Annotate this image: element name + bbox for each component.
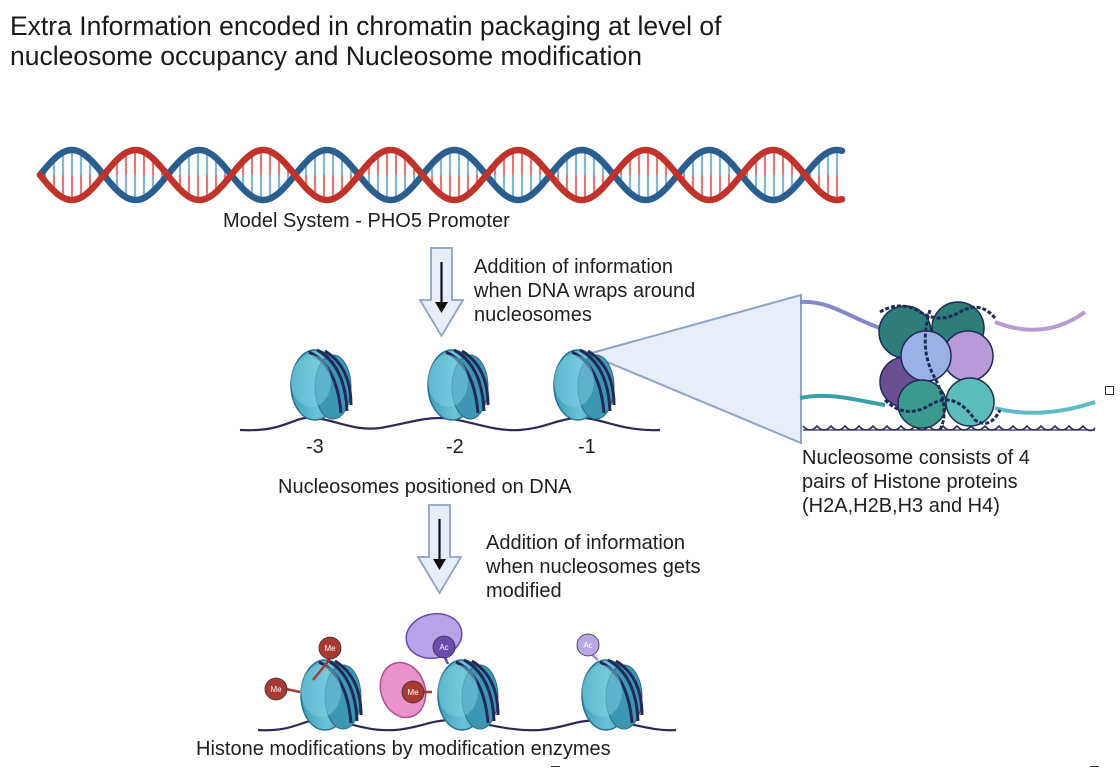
arrow2-line-1: Addition of information [486, 532, 686, 554]
position-label-minus-1: -1 [578, 436, 596, 458]
acetyl-mark-label: Ac [583, 641, 592, 650]
down-arrow-icon [416, 504, 463, 595]
nucleosome-icon [580, 658, 644, 732]
zoom-caption-line-3: (H2A,H2B,H3 and H4) [802, 495, 1000, 517]
acetyltransferase-enzyme [405, 612, 463, 660]
resize-handle-corner[interactable] [1090, 766, 1099, 767]
arrow2-annotation: Addition of information when nucleosomes… [486, 531, 701, 603]
title-line-2: nucleosome occupancy and Nucleosome modi… [10, 41, 642, 71]
methyl-mark: Me [318, 636, 342, 660]
position-label-minus-3: -3 [306, 436, 324, 458]
methyl-mark-label: Me [270, 685, 282, 694]
nucleosome-icon [289, 348, 353, 422]
zoom-caption-line-1: Nucleosome consists of 4 [802, 447, 1030, 469]
resize-handle-bottom[interactable] [551, 766, 560, 767]
zoom-callout [584, 293, 802, 445]
arrow2-line-2: when nucleosomes gets [486, 556, 701, 578]
modifications-label: Histone modifications by modification en… [196, 738, 611, 760]
arrow2-line-3: modified [486, 580, 562, 602]
nucleosome-icon [299, 658, 363, 732]
positioned-nucleosomes [239, 348, 661, 432]
down-arrow-icon [418, 247, 465, 338]
arrow1-annotation: Addition of information when DNA wraps a… [474, 255, 695, 327]
methyl-mark: Me [264, 677, 288, 701]
nucleosome-icon [436, 658, 500, 732]
arrow1-line-2: when DNA wraps around [474, 280, 696, 302]
modified-nucleosomes [257, 612, 677, 732]
acetyl-mark: Ac [432, 635, 456, 659]
methyl-mark-label: Me [324, 644, 336, 653]
acetyl-mark-label: Ac [439, 643, 448, 652]
nucleosome-icon [552, 348, 616, 422]
methyl-mark: Me [401, 680, 425, 704]
positioned-label: Nucleosomes positioned on DNA [278, 476, 572, 498]
dna-double-helix-icon [36, 146, 846, 204]
arrow1-line-3: nucleosomes [474, 304, 592, 326]
resize-handle[interactable] [1105, 386, 1114, 395]
page-title: Extra Information encoded in chromatin p… [10, 11, 722, 71]
histone-octamer-icon [799, 299, 1096, 432]
arrow1-line-1: Addition of information [474, 256, 674, 278]
position-label-minus-2: -2 [446, 436, 464, 458]
zoom-caption-line-2: pairs of Histone proteins [802, 471, 1018, 493]
acetyl-mark: Ac [576, 633, 600, 657]
nucleosome-icon [426, 348, 490, 422]
title-line-1: Extra Information encoded in chromatin p… [10, 11, 722, 41]
zoom-caption: Nucleosome consists of 4 pairs of Histon… [802, 446, 1030, 518]
model-system-label: Model System - PHO5 Promoter [223, 210, 510, 232]
methyl-mark-label: Me [407, 688, 419, 697]
